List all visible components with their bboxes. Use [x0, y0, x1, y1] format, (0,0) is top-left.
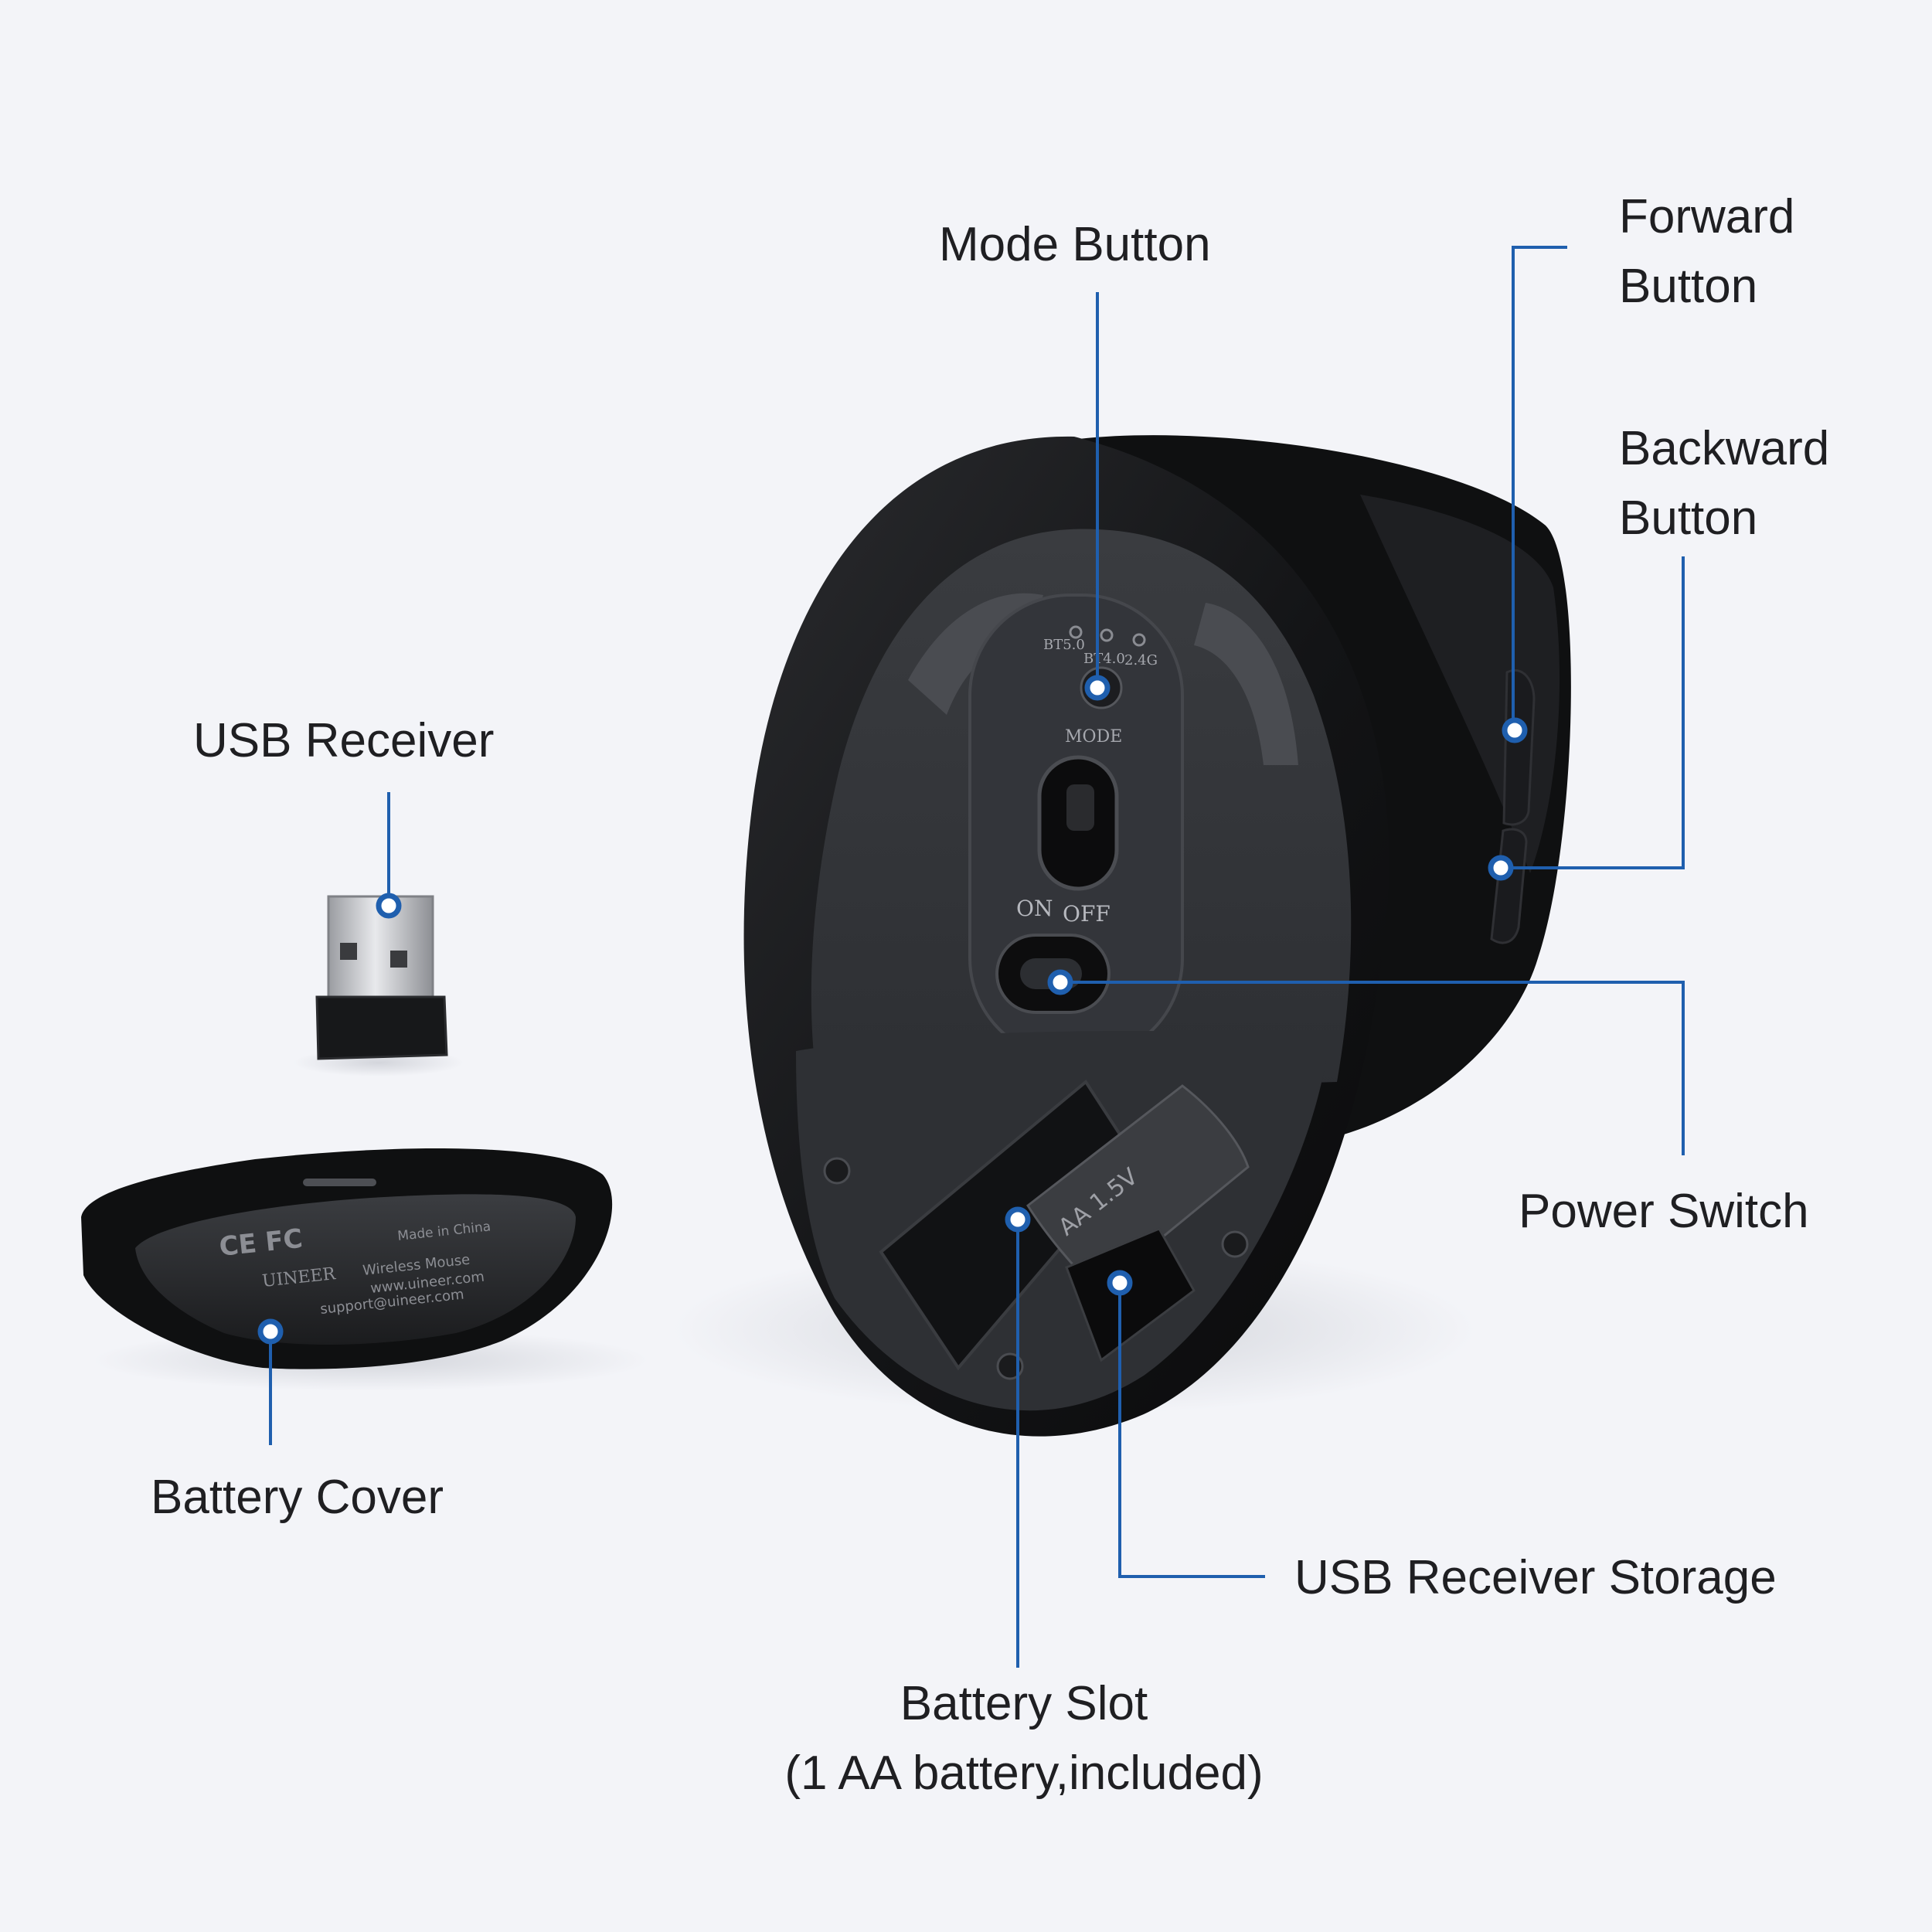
backward-button-label-line1: Backward [1619, 422, 1830, 475]
battery-cover-label-text: Battery Cover [151, 1471, 444, 1524]
cover-inner [135, 1194, 576, 1345]
usb-receiver-storage[interactable] [1065, 1227, 1196, 1362]
forward-button[interactable] [1502, 669, 1536, 826]
aa-battery [1026, 1084, 1250, 1293]
callout-lines [269, 246, 1685, 1668]
mode-text: MODE [1065, 727, 1122, 747]
backward-button-label-line2: Button [1619, 492, 1758, 545]
battery-cover-label: Battery Cover [151, 1463, 444, 1532]
glide-pad-right [1194, 603, 1298, 765]
mode-button-label-text: Mode Button [939, 218, 1211, 271]
cover-notch [303, 1179, 376, 1186]
dot-battery-cover [257, 1318, 284, 1345]
battery-cover[interactable]: CE FC Made in China UINEER Wireless Mous… [81, 1148, 649, 1391]
backward-button[interactable] [1490, 828, 1528, 944]
dot-battery-slot [1005, 1206, 1031, 1233]
usb-plastic-body [315, 995, 448, 1060]
usb-pin-left [340, 943, 357, 960]
off-text: OFF [1063, 901, 1111, 927]
dot-backward-button [1488, 855, 1514, 881]
usb-receiver-storage-label: USB Receiver Storage [1294, 1543, 1777, 1613]
battery-slot-label-line2: (1 AA battery,included) [784, 1747, 1264, 1800]
dot-forward-button [1502, 717, 1528, 743]
dot-usb-receiver [376, 893, 402, 919]
screw-left [823, 1157, 851, 1185]
sensor-lens [1066, 784, 1094, 831]
usb-receiver-storage-label-text: USB Receiver Storage [1294, 1551, 1777, 1604]
led-24g-text: 2.4G [1124, 652, 1158, 668]
backward-button-label: Backward Button [1619, 414, 1829, 553]
callout-dots [257, 675, 1528, 1345]
led-bt4-text: BT4.0 [1083, 651, 1125, 667]
line-backward-button [1501, 556, 1685, 869]
line-usb-storage [1118, 1283, 1265, 1578]
led-bt4-indicator [1100, 628, 1114, 642]
line-forward-button [1512, 246, 1567, 730]
usb-receiver[interactable] [294, 895, 464, 1077]
dot-power-switch [1047, 969, 1073, 995]
usb-receiver-label: USB Receiver [193, 706, 494, 776]
dot-mode-button [1084, 675, 1111, 701]
line-power-switch [1060, 981, 1685, 1155]
led-bt5-text: BT5.0 [1043, 637, 1085, 653]
battery-slot-label-line1: Battery Slot [900, 1677, 1148, 1730]
on-text: ON [1016, 896, 1053, 921]
forward-button-label-line2: Button [1619, 260, 1758, 313]
led-24g-indicator [1132, 633, 1146, 647]
power-switch-label: Power Switch [1519, 1177, 1809, 1247]
forward-button-label: Forward Button [1619, 182, 1794, 321]
usb-pin-right [390, 951, 407, 968]
led-bt5-indicator [1069, 625, 1083, 639]
battery-slot-label: Battery Slot (1 AA battery,included) [715, 1669, 1333, 1808]
forward-button-label-line1: Forward [1619, 190, 1795, 243]
screw-right [1221, 1230, 1249, 1258]
dot-usb-storage [1107, 1270, 1133, 1296]
mode-button-label: Mode Button [939, 210, 1211, 280]
usb-receiver-label-text: USB Receiver [193, 714, 495, 767]
power-switch-label-text: Power Switch [1519, 1185, 1809, 1238]
